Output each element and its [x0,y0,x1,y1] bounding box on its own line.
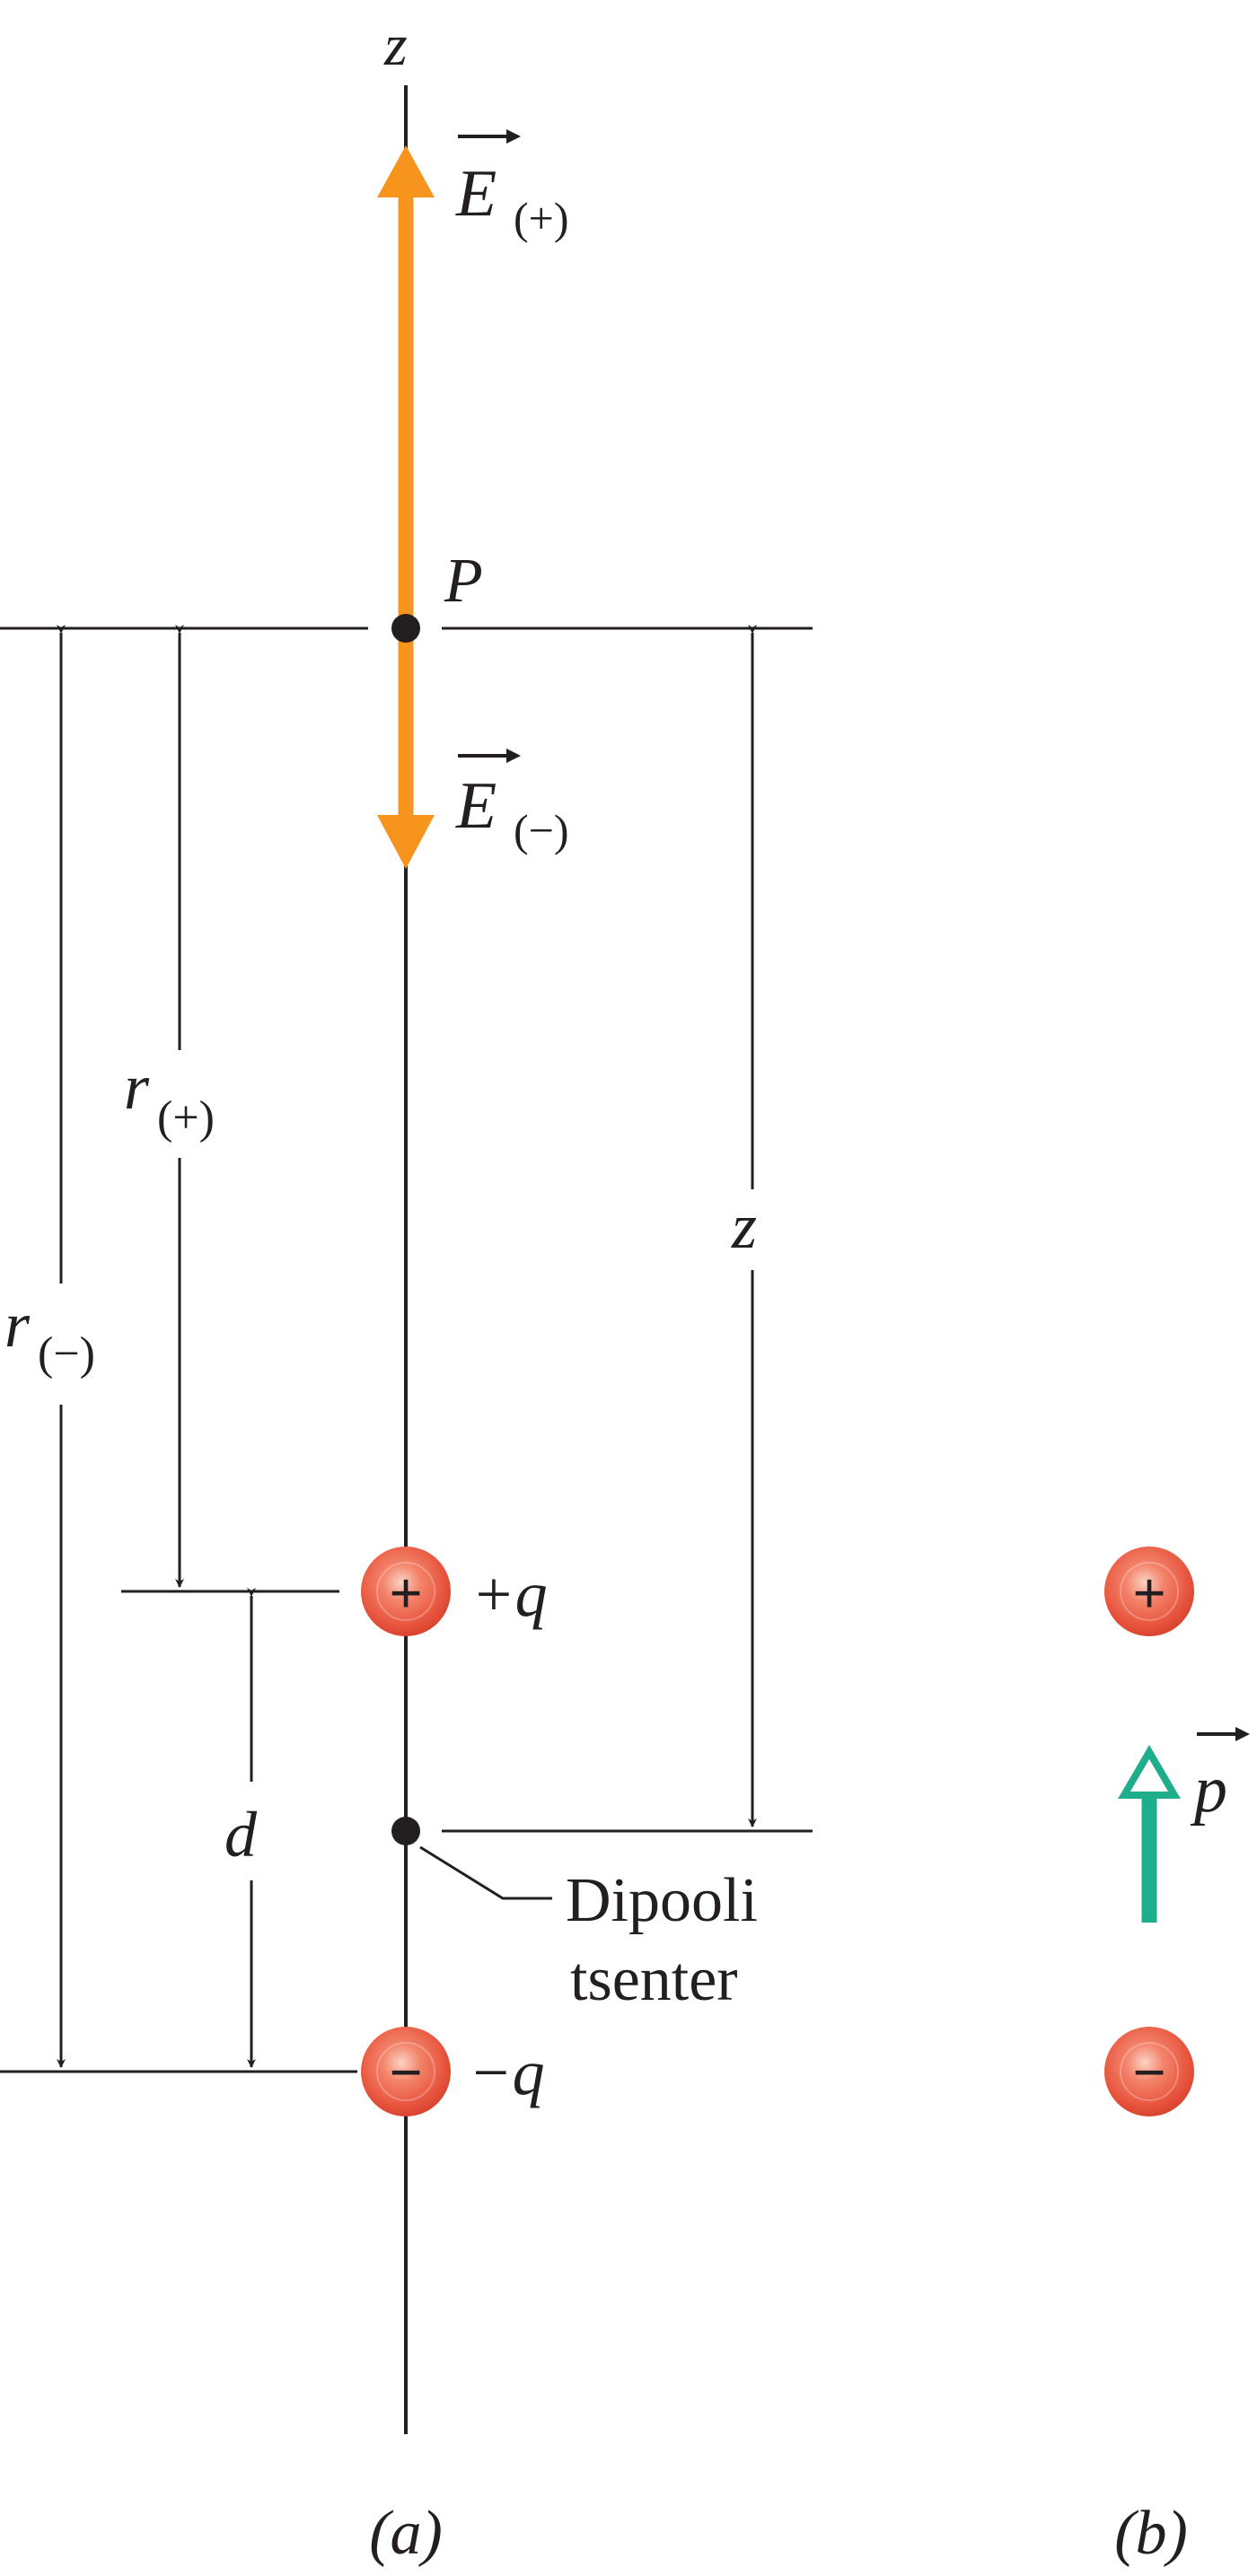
svg-text:E: E [455,157,497,231]
dipole-moment-arrow [1118,1745,1181,1923]
r-minus-label: r (−) [4,1289,95,1380]
e-plus-label: E (+) [455,129,569,243]
svg-text:(+): (+) [514,193,569,243]
negative-charge-a: − [361,2027,451,2116]
panel-a-label: (a) [369,2499,443,2568]
e-plus-arrowhead [377,145,435,197]
minus-q-label: −q [469,2037,545,2108]
positive-charge-a: + [361,1546,451,1636]
p-vector-label: p [1190,1727,1250,1827]
svg-text:E: E [455,769,497,843]
plus-q-label: +q [471,1558,548,1630]
positive-charge-a-symbol: + [389,1561,423,1626]
r-plus-label: r (+) [124,1051,215,1143]
z-dimension-label: z [731,1190,757,1262]
svg-text:r: r [124,1051,150,1123]
negative-charge-b: − [1104,2027,1194,2116]
dipole-center-label-line1: Dipooli [566,1866,758,1935]
negative-charge-b-symbol: − [1132,2040,1166,2106]
z-axis-label: z [383,13,408,78]
panel-b-label: (b) [1114,2499,1188,2568]
svg-text:p: p [1190,1753,1227,1827]
dipole-center-leader-line [419,1845,552,1900]
point-p-dot [391,614,420,643]
e-minus-arrowhead [377,815,435,869]
positive-charge-b: + [1104,1546,1194,1636]
negative-charge-a-symbol: − [389,2040,423,2106]
svg-text:(+): (+) [157,1092,215,1143]
point-p-label: P [444,547,483,616]
d-dimension-label: d [224,1799,258,1871]
svg-text:r: r [4,1289,31,1361]
e-minus-label: E (−) [455,749,569,855]
dipole-center-label-line2: tsenter [570,1945,738,2014]
svg-text:(−): (−) [38,1328,95,1380]
svg-text:(−): (−) [514,805,569,855]
positive-charge-b-symbol: + [1132,1561,1166,1626]
dipole-center-dot [391,1817,420,1845]
